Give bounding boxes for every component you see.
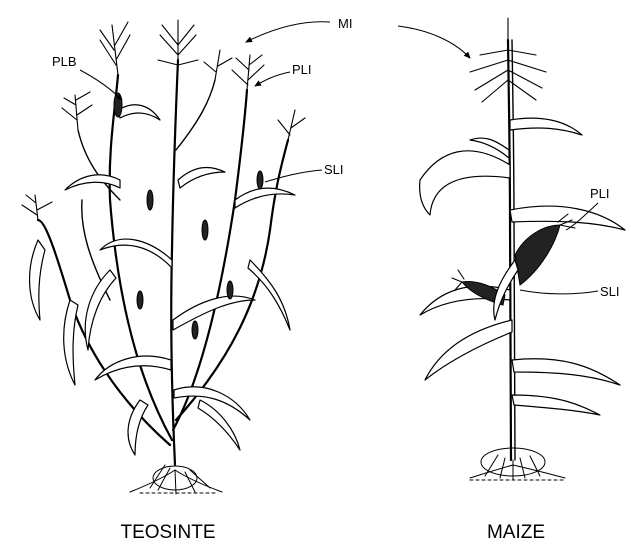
- maize-stalk: [508, 40, 511, 460]
- label-pli-maize: PLI: [590, 186, 610, 201]
- label-pli-teosinte: PLI: [292, 62, 312, 77]
- caption-teosinte: TEOSINTE: [120, 522, 215, 543]
- maize-roots: [470, 448, 565, 480]
- teosinte-leaves: [30, 105, 295, 455]
- label-plb: PLB: [52, 54, 77, 69]
- teosinte-roots: [130, 465, 222, 494]
- caption-maize: MAIZE: [487, 522, 545, 543]
- teosinte-ears: [114, 93, 263, 339]
- teosinte-plant: [22, 20, 305, 494]
- label-sli-teosinte: SLI: [324, 162, 344, 177]
- label-sli-maize: SLI: [600, 284, 620, 299]
- maize-plant: [420, 18, 625, 480]
- captions: TEOSINTE MAIZE: [120, 522, 545, 543]
- label-mi: MI: [338, 16, 352, 31]
